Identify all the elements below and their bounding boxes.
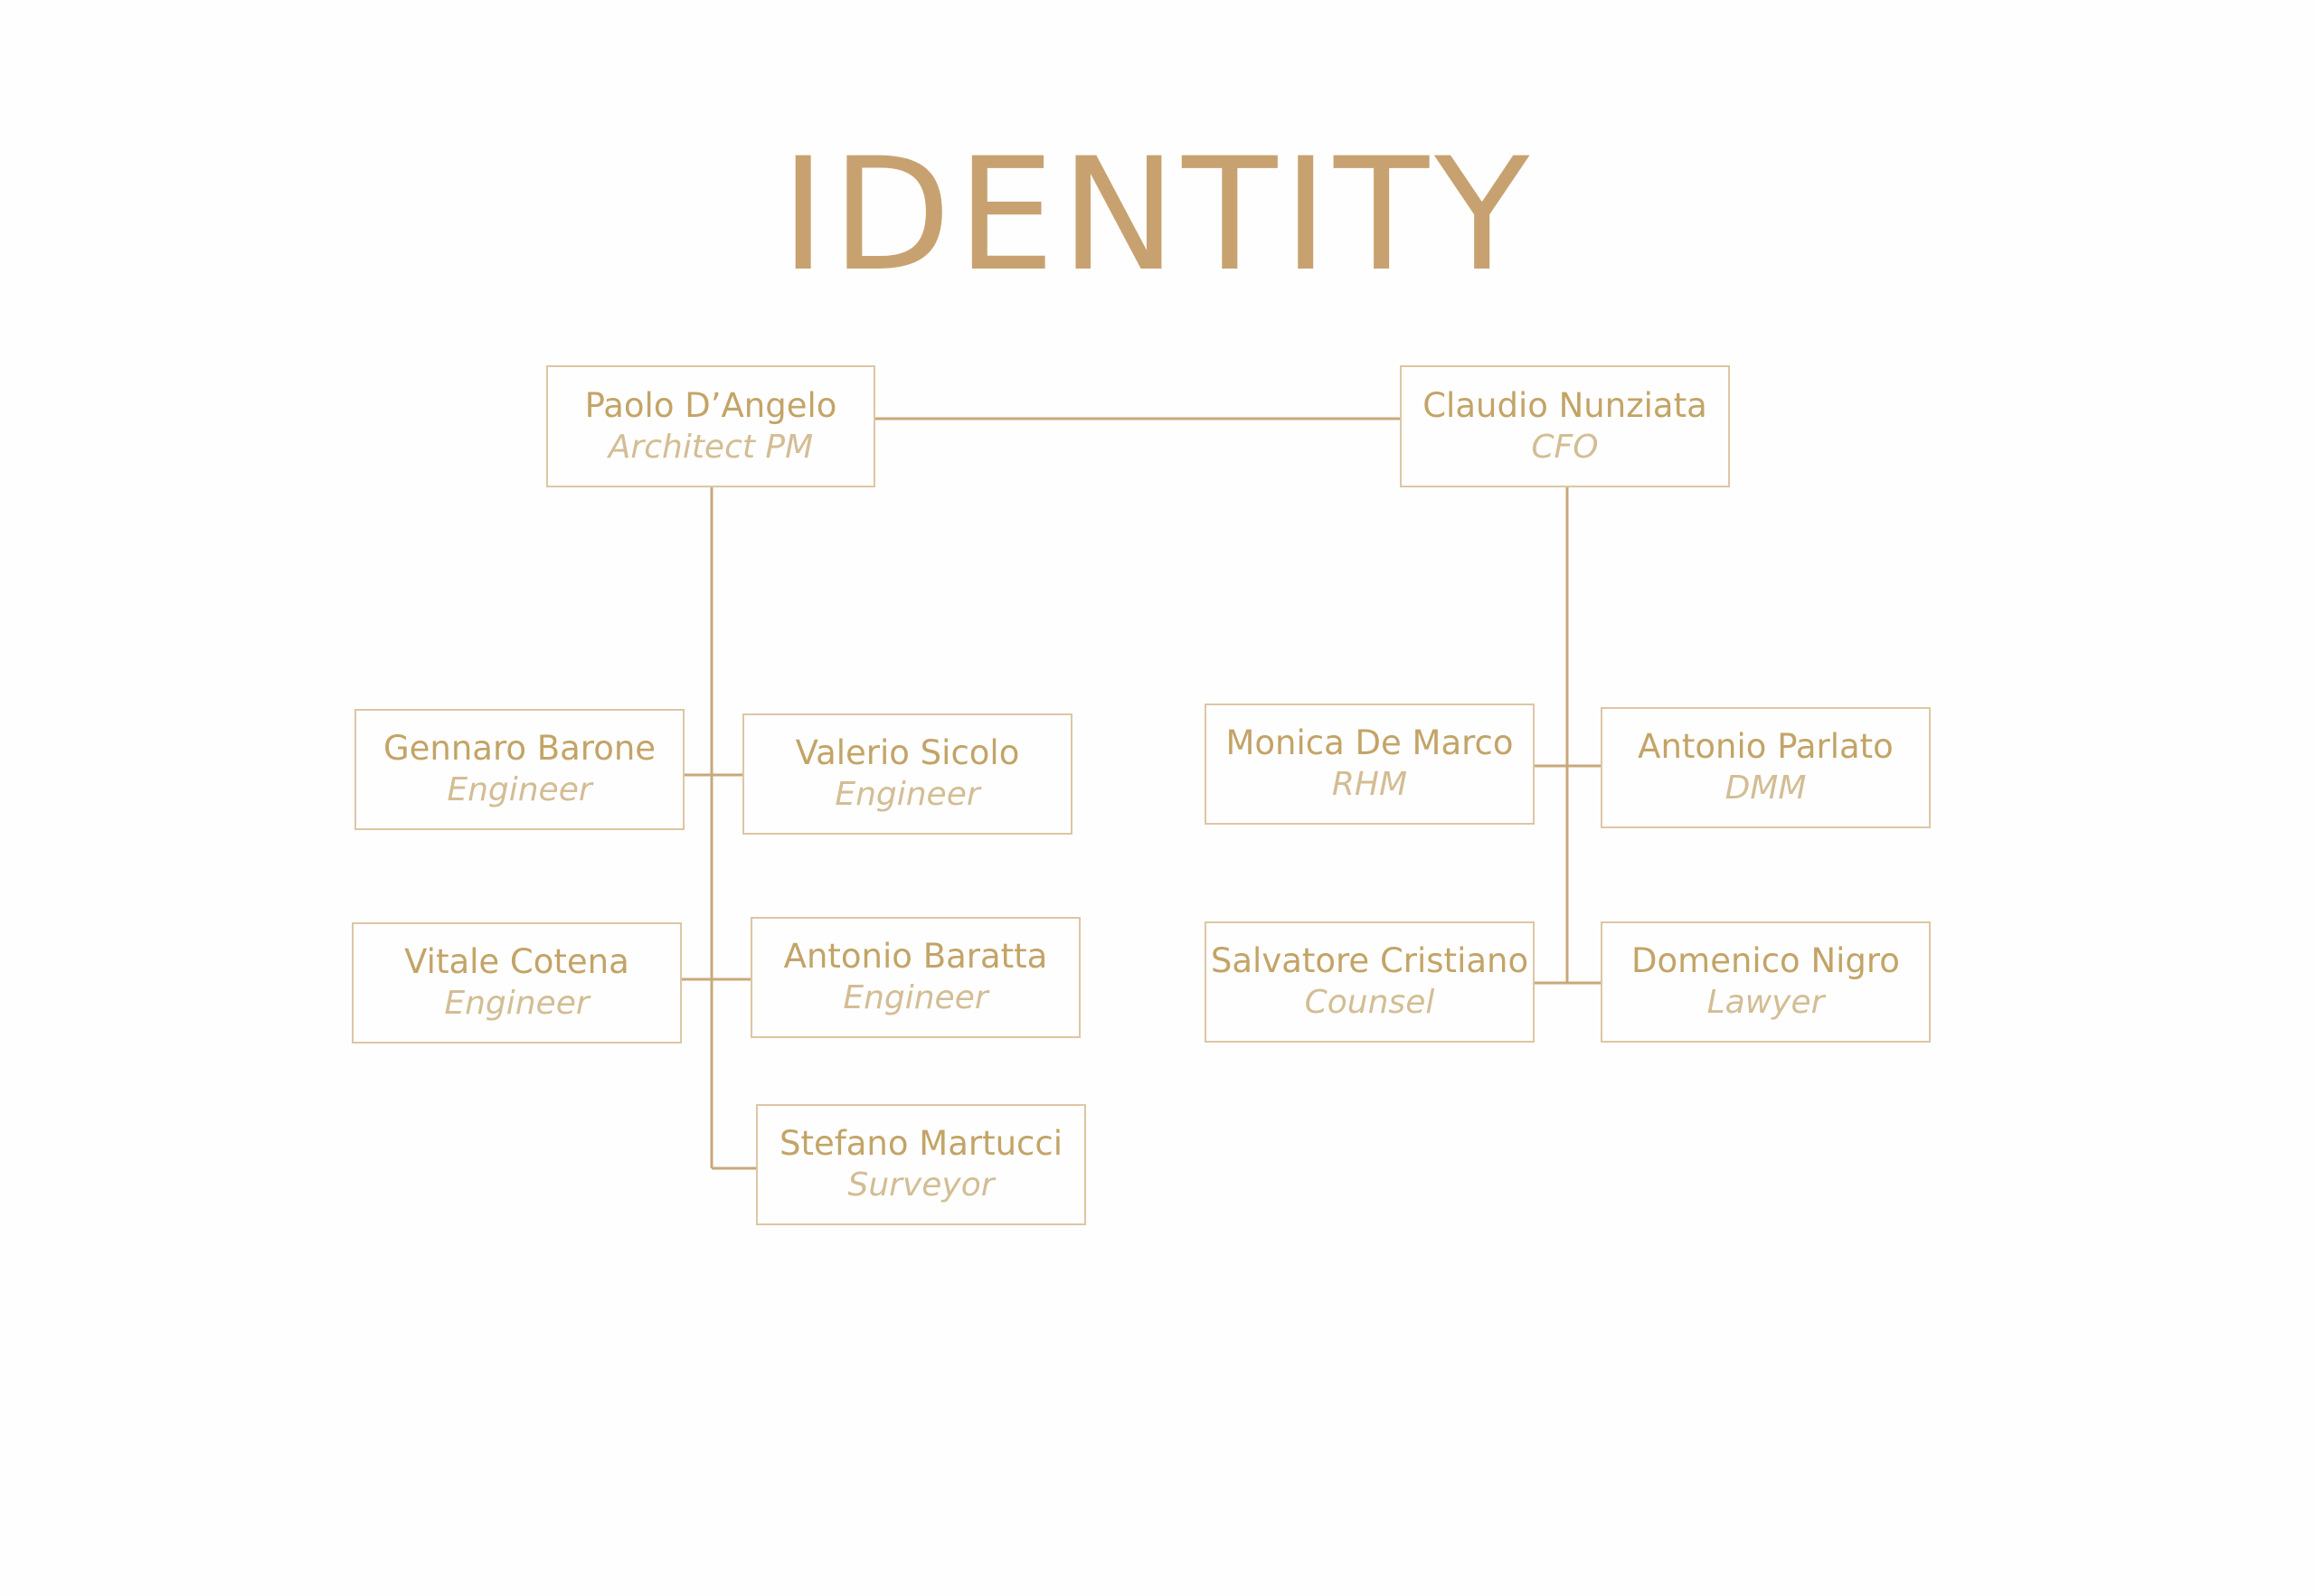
node-role: Architect PM	[608, 428, 814, 466]
node-claudio: Claudio Nunziata CFO	[1400, 365, 1730, 487]
node-domenico: Domenico Nigro Lawyer	[1601, 921, 1931, 1043]
node-role: Lawyer	[1706, 984, 1825, 1021]
node-salvatore: Salvatore Cristiano Counsel	[1205, 921, 1535, 1043]
node-valerio: Valerio Sicolo Engineer	[742, 713, 1072, 835]
node-name: Antonio Parlato	[1638, 727, 1894, 766]
node-name: Domenico Nigro	[1631, 941, 1900, 980]
node-name: Valerio Sicolo	[795, 733, 1020, 772]
node-monica: Monica De Marco RHM	[1205, 704, 1535, 825]
node-role: RHM	[1331, 766, 1408, 803]
node-name: Claudio Nunziata	[1422, 385, 1707, 425]
node-antonio-parlato: Antonio Parlato DMM	[1601, 707, 1931, 828]
node-role: Surveyor	[847, 1166, 995, 1204]
node-role: Counsel	[1304, 984, 1435, 1021]
node-name: Salvatore Cristiano	[1210, 941, 1529, 980]
node-name: Stefano Martucci	[779, 1124, 1063, 1163]
node-name: Monica De Marco	[1225, 723, 1514, 762]
node-name: Vitale Cotena	[404, 942, 629, 981]
node-stefano: Stefano Martucci Surveyor	[756, 1104, 1086, 1225]
node-role: Engineer	[444, 985, 590, 1022]
node-role: Engineer	[447, 771, 592, 808]
node-gennaro: Gennaro Barone Engineer	[354, 709, 685, 830]
node-name: Antonio Baratta	[783, 937, 1048, 976]
node-role: CFO	[1531, 428, 1599, 466]
page-title: IDENTITY	[780, 124, 1535, 306]
node-name: Paolo D’Angelo	[584, 385, 837, 425]
node-vitale: Vitale Cotena Engineer	[352, 922, 682, 1044]
node-paolo: Paolo D’Angelo Architect PM	[546, 365, 875, 487]
node-role: Engineer	[843, 979, 988, 1016]
node-antonio-baratta: Antonio Baratta Engineer	[751, 917, 1081, 1038]
node-role: DMM	[1724, 770, 1807, 807]
node-name: Gennaro Barone	[383, 729, 657, 768]
node-role: Engineer	[835, 776, 980, 813]
